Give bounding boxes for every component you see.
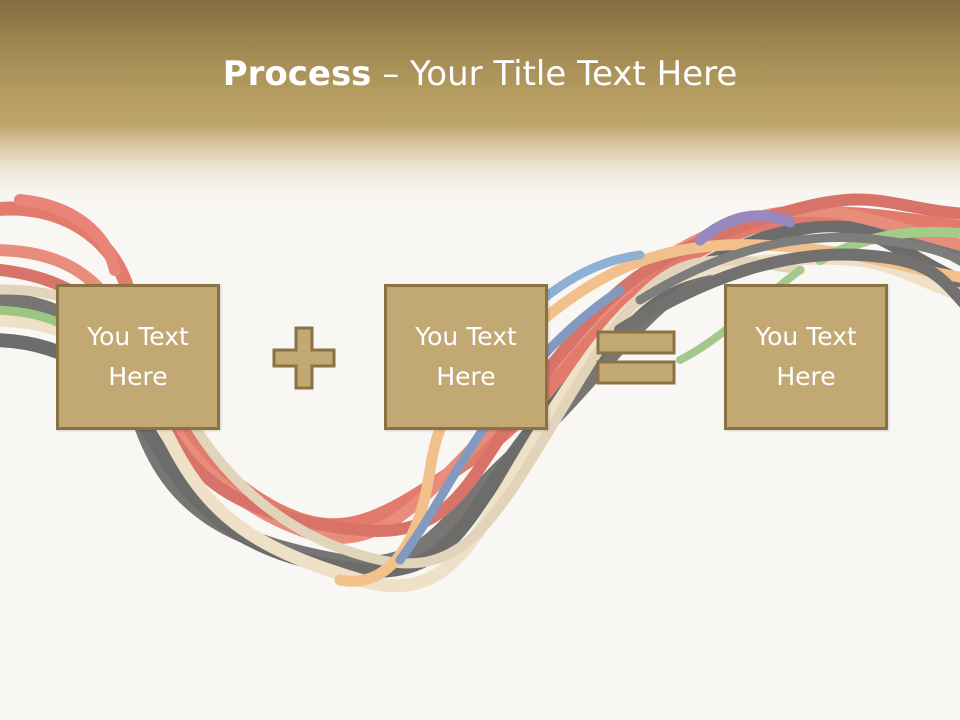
text-box-1[interactable]: You Text Here: [56, 284, 220, 430]
header-band: [0, 0, 960, 200]
text-box-3[interactable]: You Text Here: [724, 284, 888, 430]
equals-icon: [596, 330, 676, 385]
text-box-2[interactable]: You Text Here: [384, 284, 548, 430]
plus-icon: [272, 326, 336, 390]
title-rest: – Your Title Text Here: [371, 54, 738, 94]
text-box-2-label: You Text Here: [415, 322, 517, 391]
title-bold: Process: [222, 54, 372, 94]
text-box-3-label: You Text Here: [755, 322, 857, 391]
page-title: Process – Your Title Text Here: [0, 52, 960, 96]
text-box-1-label: You Text Here: [87, 322, 189, 391]
